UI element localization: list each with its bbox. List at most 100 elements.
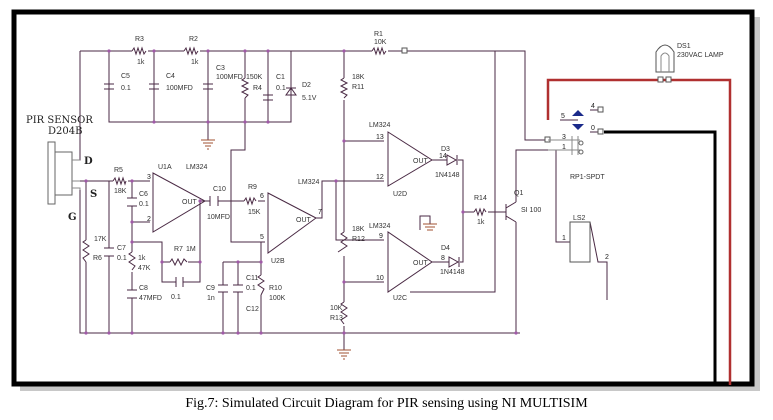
label-q1-ref: Q1 <box>514 190 523 197</box>
label-lamp-ref: DS1 <box>677 43 691 50</box>
junction-nodes <box>84 49 518 335</box>
label-r12-value: 18K <box>352 226 365 233</box>
pin-label: 0 <box>591 125 595 132</box>
label-r8-value-b: 47K <box>138 265 151 272</box>
capacitor-c4 <box>149 83 159 90</box>
pin-label: 13 <box>376 134 384 141</box>
opamp-u1a <box>152 172 207 233</box>
label-c3-ref: C3 <box>216 65 225 72</box>
label-ls2-ref: LS2 <box>573 215 586 222</box>
label-u2b-ref: U2B <box>271 258 285 265</box>
sensor-title: PIR SENSOR <box>26 115 93 126</box>
label-c11-value: 0.1 <box>246 285 256 292</box>
opamps <box>152 131 433 293</box>
label-d2-ref: D2 <box>302 82 311 89</box>
relay-rp1 <box>544 106 604 155</box>
label-d2-value: 5.1V <box>302 95 317 102</box>
mains-live-wire <box>546 78 732 385</box>
label-r4-value: 150K <box>246 74 263 81</box>
pin-label: 5 <box>260 234 264 241</box>
label-u1a-out: OUT <box>182 199 198 206</box>
opamp-u2b <box>267 192 317 254</box>
label-u2c-part: LM324 <box>369 223 391 230</box>
resistors <box>82 46 487 325</box>
frame <box>11 9 755 387</box>
pin-label: 9 <box>379 233 383 240</box>
label-r6-value: 17K <box>94 236 107 243</box>
capacitor-c8 <box>127 289 137 299</box>
resistor-r2 <box>183 46 199 56</box>
capacitor-c10 <box>209 196 219 206</box>
label-r10-value: 100K <box>269 295 286 302</box>
label-c8-ref: C8 <box>139 285 148 292</box>
label-r9-ref: R9 <box>248 184 257 191</box>
resistor-r14 <box>473 207 487 217</box>
pin-label: 2 <box>605 254 609 261</box>
resistor-r6 <box>82 239 90 263</box>
label-r13-value: 10K <box>330 305 343 312</box>
opamp-u2c <box>387 231 433 293</box>
label-c7-value: 0.1 <box>117 255 127 262</box>
label-r11-value: 18K <box>352 74 365 81</box>
label-c1-ref: C1 <box>276 74 285 81</box>
capacitor-c9 <box>218 284 228 293</box>
label-c3-value: 100MFD <box>216 74 243 81</box>
label-c5-value: 0.1 <box>121 85 131 92</box>
pin-label: 12 <box>376 174 384 181</box>
diode-d4 <box>448 256 460 268</box>
terminal <box>401 47 408 54</box>
capacitor-c5 <box>104 83 114 90</box>
pin-label: 8 <box>441 255 445 262</box>
label-d3-value: 1N4148 <box>435 172 460 179</box>
label-r1-value: 10K <box>374 39 387 46</box>
label-r14-value: 1k <box>477 219 485 226</box>
label-c10-ref: C10 <box>213 186 226 193</box>
capacitor-c7 <box>104 247 114 257</box>
capacitor-c3 <box>203 83 213 90</box>
pin-label: 4 <box>591 103 595 110</box>
label-c7-ref: C7 <box>117 245 126 252</box>
pin-label: 3 <box>147 174 151 181</box>
label-r6-ref: R6 <box>93 255 102 262</box>
diode-d3 <box>446 154 458 166</box>
resistor-r8 <box>128 251 136 271</box>
label-r12-ref: R12 <box>352 236 365 243</box>
resistor-r3 <box>131 46 147 56</box>
resistor-r11 <box>339 77 349 99</box>
circuit-diagram: PIR SENSOR D204B D S G R3 1k R2 1k R1 10… <box>11 9 760 391</box>
label-r14-ref: R14 <box>474 195 487 202</box>
label-lamp-value: 230VAC LAMP <box>677 52 724 59</box>
pir-sensor <box>47 141 81 205</box>
label-c11-ref: C11 <box>246 275 258 282</box>
label-r7-value: 1M <box>186 246 196 253</box>
label-u2d-part: LM324 <box>369 122 391 129</box>
resistor-r5 <box>112 176 127 186</box>
label-r11-ref: R11 <box>352 84 364 91</box>
label-r3-value: 1k <box>137 59 145 66</box>
lamp-ds1 <box>655 44 675 83</box>
label-d4-ref: D4 <box>441 245 450 252</box>
pin-label: 14 <box>439 153 447 160</box>
pin-label: 1 <box>562 235 566 242</box>
label-u2d-out: OUT <box>413 158 429 165</box>
resistor-r9 <box>243 196 257 206</box>
label-c5-ref: C5 <box>121 73 130 80</box>
label-r8-value-a: 1k <box>138 255 146 262</box>
label-u2c-out: OUT <box>413 260 429 267</box>
label-r2-value: 1k <box>191 59 199 66</box>
label-u2c-ref: U2C <box>393 295 407 302</box>
label-cf-value: 0.1 <box>171 294 181 301</box>
capacitor-c6 <box>127 197 137 207</box>
pin-label: 3 <box>562 134 566 141</box>
sensor-pin-s: S <box>90 189 97 200</box>
label-r4-ref: R4 <box>253 85 262 92</box>
label-c12-ref: C12 <box>246 306 259 313</box>
resistor-r10 <box>257 274 265 296</box>
resistor-r7 <box>169 257 188 267</box>
resistor-r4 <box>240 77 250 99</box>
label-c9-ref: C9 <box>206 285 215 292</box>
label-c1-value: 0.1 <box>276 85 286 92</box>
label-r13-ref: R13 <box>330 315 343 322</box>
label-r9-value: 15K <box>248 209 261 216</box>
label-u1a-part: LM324 <box>186 164 208 171</box>
